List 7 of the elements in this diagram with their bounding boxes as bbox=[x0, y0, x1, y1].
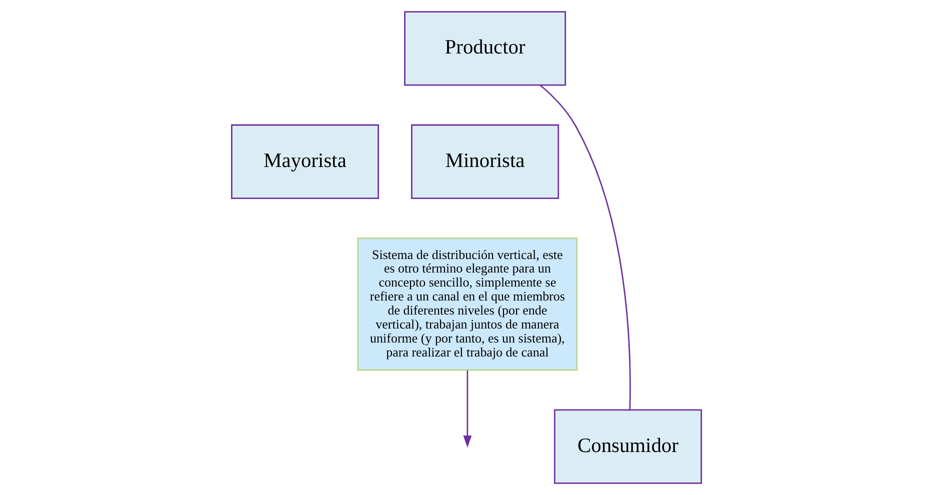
connector bbox=[539, 84, 630, 410]
node-box: Mayorista bbox=[230, 124, 379, 199]
node-box: Minorista bbox=[410, 124, 559, 199]
node-box: Sistema de distribución vertical, este es otro término elegante para un concepto sencillo, simplemente se refiere a un canal en el que miembros de diferentes niveles (por ende vertical), trabajan juntos de manera uniforme (y por tanto, es un sistema), para realizar el trabajo de canal bbox=[356, 238, 578, 371]
node-box: Productor bbox=[404, 11, 566, 86]
node-box: Consumidor bbox=[553, 409, 702, 484]
arrow bbox=[462, 370, 472, 448]
